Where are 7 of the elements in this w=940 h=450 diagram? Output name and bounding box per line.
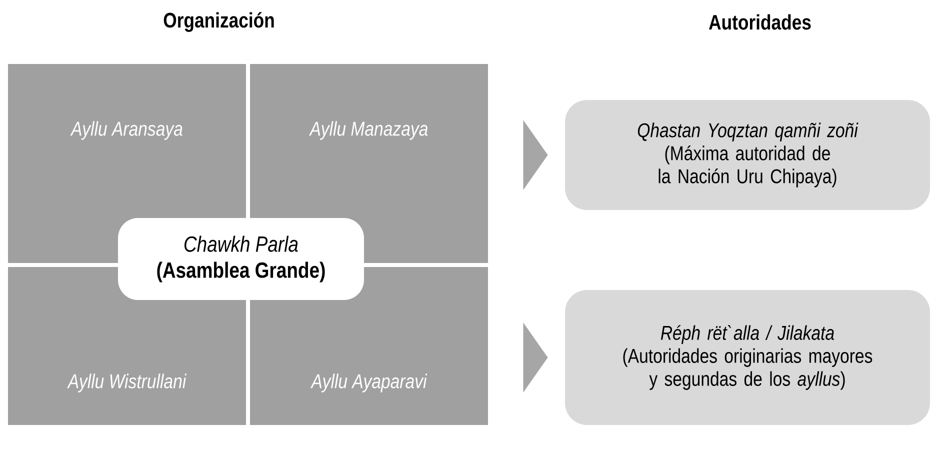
chevron-arrow [523,120,548,190]
authority-box: Réph rët`alla / Jilakata (Autoridades originarias mayores y segundas de los ayllus) [565,290,930,425]
column-heading: Autoridades [709,14,811,30]
authority-box: Qhastan Yoqztan qamñi zoñi (Máxima autoridad de la Nación Uru Chipaya) [565,100,930,210]
column-heading: Organización [164,12,274,32]
assembly-box: Chawkh Parla (Asamblea Grande) [118,218,364,300]
chevron-arrow [523,322,548,392]
